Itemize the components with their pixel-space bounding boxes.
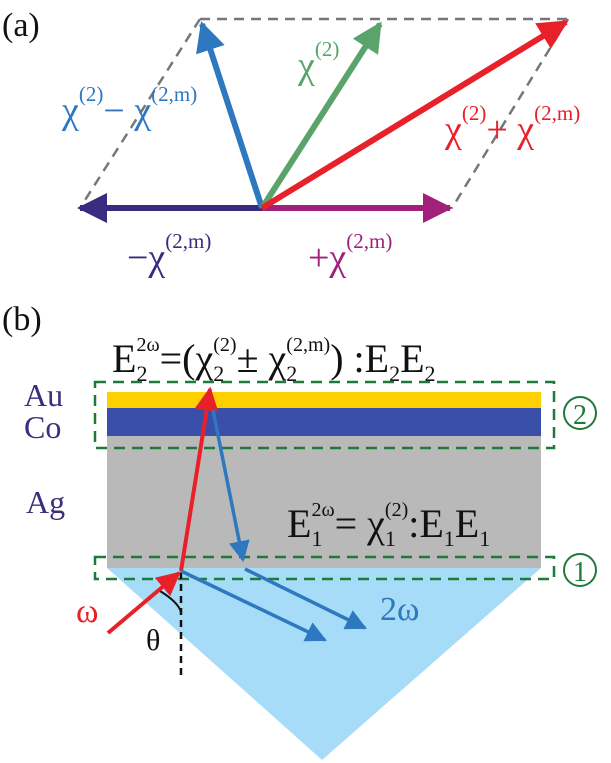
eq-top-sub2: 2: [286, 361, 297, 386]
panel-a: (a) χ(2)− χ(2,m) χ(2) χ(2)+ χ(2,m) −χ(2,…: [2, 7, 580, 279]
theta-label: θ: [146, 624, 160, 657]
eq-bot-sub3: 1: [479, 526, 490, 551]
eq-bot-sub1: 1: [385, 526, 396, 551]
label-neg-base: −χ: [127, 237, 165, 279]
interface-label-bottom: 1: [573, 557, 587, 588]
label-chi2-plus-chi2m: χ(2)+ χ(2,m): [444, 101, 580, 151]
label-sum-base: χ: [444, 109, 462, 151]
label-diff-sup1: (2): [79, 82, 104, 106]
eq-top-sub3: 2: [389, 361, 400, 386]
label-chi2-base: χ: [297, 45, 315, 87]
label-sum-op: + χ: [486, 109, 534, 151]
label-diff-base: χ: [61, 90, 79, 132]
eq-top-E: E: [112, 336, 136, 381]
arrow-chi2-minus-chi2m: [196, 21, 265, 209]
panel-b-label: (b): [2, 301, 42, 338]
beam-shg-out-1: [180, 569, 327, 642]
label-sum-sup1: (2): [462, 101, 487, 125]
panel-a-label: (a): [2, 7, 40, 44]
label-pos-chi2m: +χ(2,m): [308, 229, 392, 279]
label-pos-base: +χ: [308, 237, 346, 279]
dashed-parallelograms: [78, 17, 570, 209]
label-diff-op: − χ: [103, 90, 151, 132]
eq-top-E4: E: [400, 336, 424, 381]
interface-label-top: 2: [573, 400, 587, 431]
layer-label-ag: Ag: [26, 484, 65, 520]
label-diff-sup2: (2,m): [151, 82, 197, 106]
eq-top-open: =(χ: [160, 336, 214, 381]
dashed-right-edge: [450, 18, 570, 209]
equation-top: E22ω=(χ2(2)± χ2(2,m)) :E2E2: [112, 334, 436, 386]
layer-label-au: Au: [24, 377, 63, 413]
layer-au: [107, 392, 541, 408]
prism: [107, 568, 541, 760]
eq-top-sup2: (2,m): [286, 334, 330, 356]
label-chi2-minus-chi2m: χ(2)− χ(2,m): [61, 82, 197, 132]
eq-bot-eq: = χ: [335, 501, 386, 546]
interface-frame-bottom: [93, 555, 556, 581]
eq-bot-sub2: 1: [444, 526, 455, 551]
label-neg-sup: (2,m): [165, 229, 211, 253]
beam-shg-out-2: [244, 567, 367, 630]
eq-top-sup-E: 2ω: [136, 334, 159, 356]
panel-b: (b) E22ω=(χ2(2)± χ2(2,m)) :E2E2 2 1 Au C…: [2, 301, 597, 760]
eq-bot-sup-E: 2ω: [311, 499, 334, 521]
label-sum-sup2: (2,m): [534, 101, 580, 125]
label-pos-sup: (2,m): [346, 229, 392, 253]
arrow-chi2: [259, 21, 383, 210]
layer-ag: [107, 436, 541, 568]
eq-top-sub1: 2: [213, 361, 224, 386]
equation-bottom: E12ω= χ1(2):E1E1: [287, 499, 490, 551]
arrow-chi2-plus-chi2m: [260, 19, 569, 211]
interface-circle-bottom: [563, 553, 597, 587]
eq-top-sup1: (2): [213, 334, 236, 356]
eq-bot-E3: E: [455, 501, 479, 546]
eq-bot-sub-E: 1: [311, 526, 322, 551]
eq-top-tail: ) :E: [330, 336, 389, 381]
beam-shg-reflected: [211, 409, 250, 563]
interface-frame-top: [93, 380, 556, 450]
interface-circle-top: [563, 396, 597, 430]
eq-bot-sup1: (2): [385, 499, 408, 521]
label-neg-chi2m: −χ(2,m): [127, 229, 211, 279]
eq-top-sub-E: 2: [136, 361, 147, 386]
eq-top-sub4: 2: [425, 361, 436, 386]
eq-top-pm: ± χ: [237, 336, 287, 381]
omega-label: ω: [76, 593, 98, 630]
two-omega-label: 2ω: [380, 591, 419, 628]
layer-co: [107, 408, 541, 436]
layer-label-co: Co: [24, 409, 61, 445]
label-chi2: χ(2): [297, 37, 339, 87]
eq-bot-tail: :E: [408, 501, 444, 546]
label-chi2-sup: (2): [315, 37, 340, 61]
dashed-left-edge: [78, 18, 202, 209]
eq-bot-E: E: [287, 501, 311, 546]
beam-incident: [106, 571, 181, 635]
beam-refracted: [179, 386, 219, 572]
